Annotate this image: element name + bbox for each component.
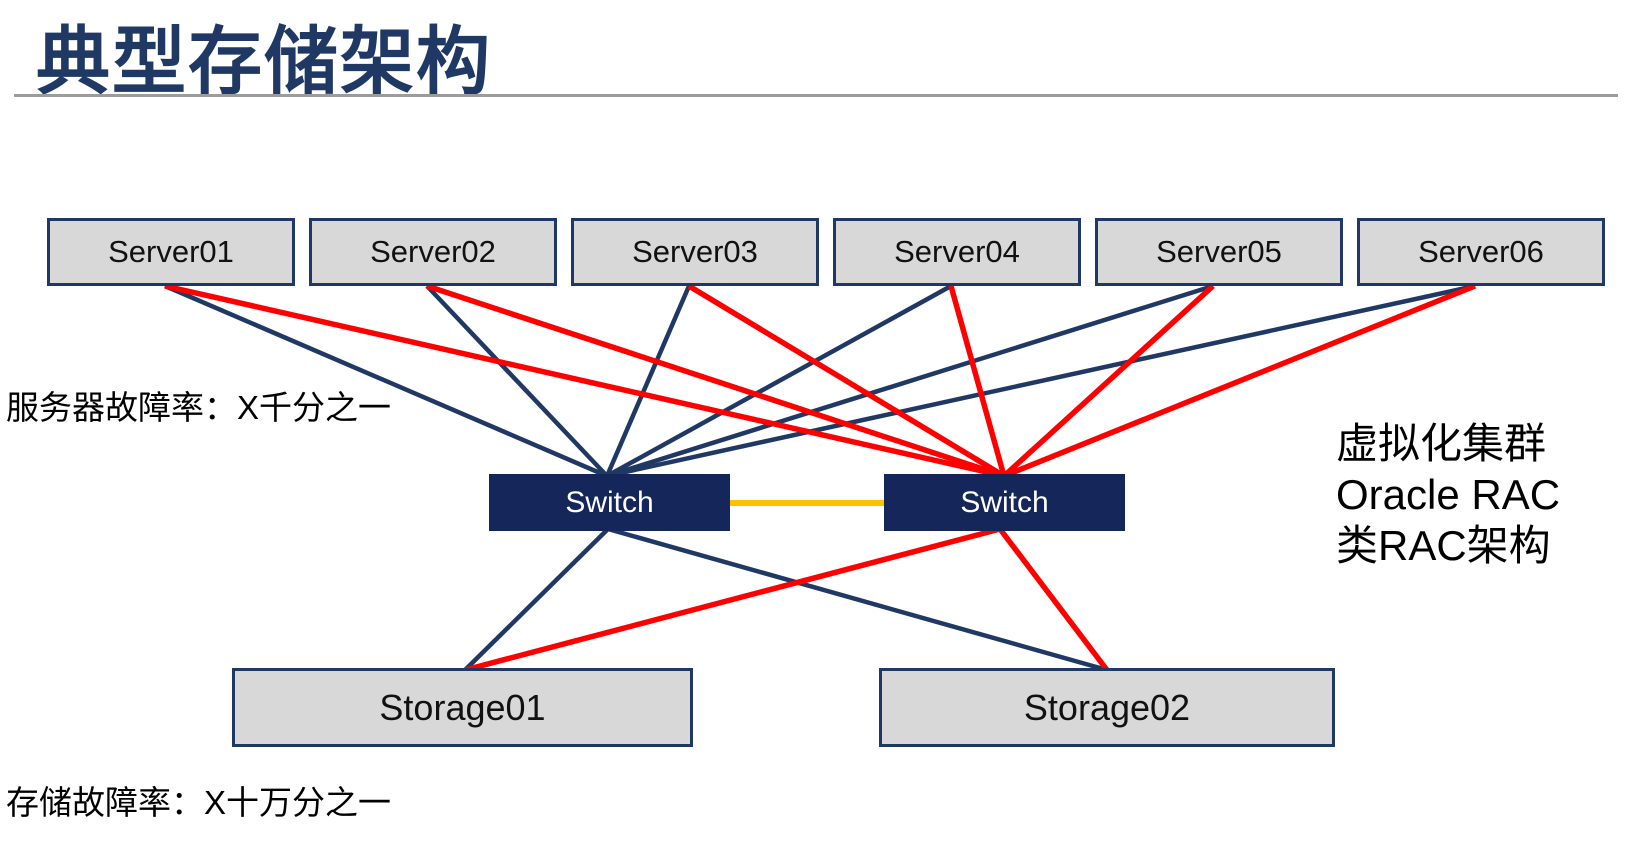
link-switch1-storage02 — [607, 526, 1108, 673]
link-server06-switch1 — [606, 283, 1476, 479]
server06-box: Server06 — [1357, 218, 1605, 286]
server03-box: Server03 — [571, 218, 819, 286]
storage02-label: Storage02 — [1023, 686, 1191, 728]
server02-label: Server02 — [370, 234, 496, 269]
cluster-type-note: 虚拟化集群 Oracle RAC 类RAC架构 — [1336, 418, 1560, 571]
server-failure-rate-note: 服务器故障率：X千分之一 — [6, 389, 392, 426]
link-server05-switch1 — [606, 283, 1214, 479]
switch2-box: Switch — [884, 474, 1125, 531]
switch2-label: Switch — [960, 485, 1049, 519]
server05-box: Server05 — [1095, 218, 1343, 286]
page-title: 典型存储架构 — [36, 20, 492, 103]
link-switch2-storage02 — [997, 527, 1110, 672]
server03-label: Server03 — [632, 234, 758, 269]
server05-label: Server05 — [1156, 234, 1282, 269]
title-divider — [14, 94, 1618, 97]
link-server02-switch1 — [425, 284, 609, 478]
storage01-label: Storage01 — [379, 686, 546, 728]
switch1-label: Switch — [565, 485, 654, 519]
server06-label: Server06 — [1418, 234, 1544, 269]
link-server01-switch1 — [164, 283, 608, 479]
server04-box: Server04 — [833, 218, 1081, 286]
link-server06-switch2 — [1002, 283, 1477, 479]
server04-label: Server04 — [894, 234, 1020, 269]
cluster-note-line1: 虚拟化集群 — [1336, 420, 1547, 467]
link-server03-switch1 — [604, 285, 692, 477]
link-server05-switch2 — [1002, 283, 1215, 479]
cluster-note-line2: Oracle RAC — [1336, 471, 1561, 518]
link-switch1-storage01 — [463, 527, 610, 672]
storage-failure-rate-note: 存储故障率：X十万分之一 — [6, 784, 392, 821]
link-server04-switch1 — [605, 284, 953, 478]
storage02-box: Storage02 — [879, 668, 1335, 747]
link-server02-switch2 — [426, 283, 1005, 479]
switch1-box: Switch — [489, 474, 730, 531]
server02-box: Server02 — [309, 218, 557, 286]
link-switch2-storage01 — [464, 526, 1001, 673]
link-server01-switch2 — [164, 283, 1005, 479]
cluster-note-line3: 类RAC架构 — [1336, 522, 1551, 569]
server01-label: Server01 — [108, 234, 234, 269]
server01-box: Server01 — [47, 218, 295, 286]
link-server03-switch2 — [687, 283, 1006, 479]
link-server04-switch2 — [948, 285, 1007, 477]
storage01-box: Storage01 — [232, 668, 693, 747]
